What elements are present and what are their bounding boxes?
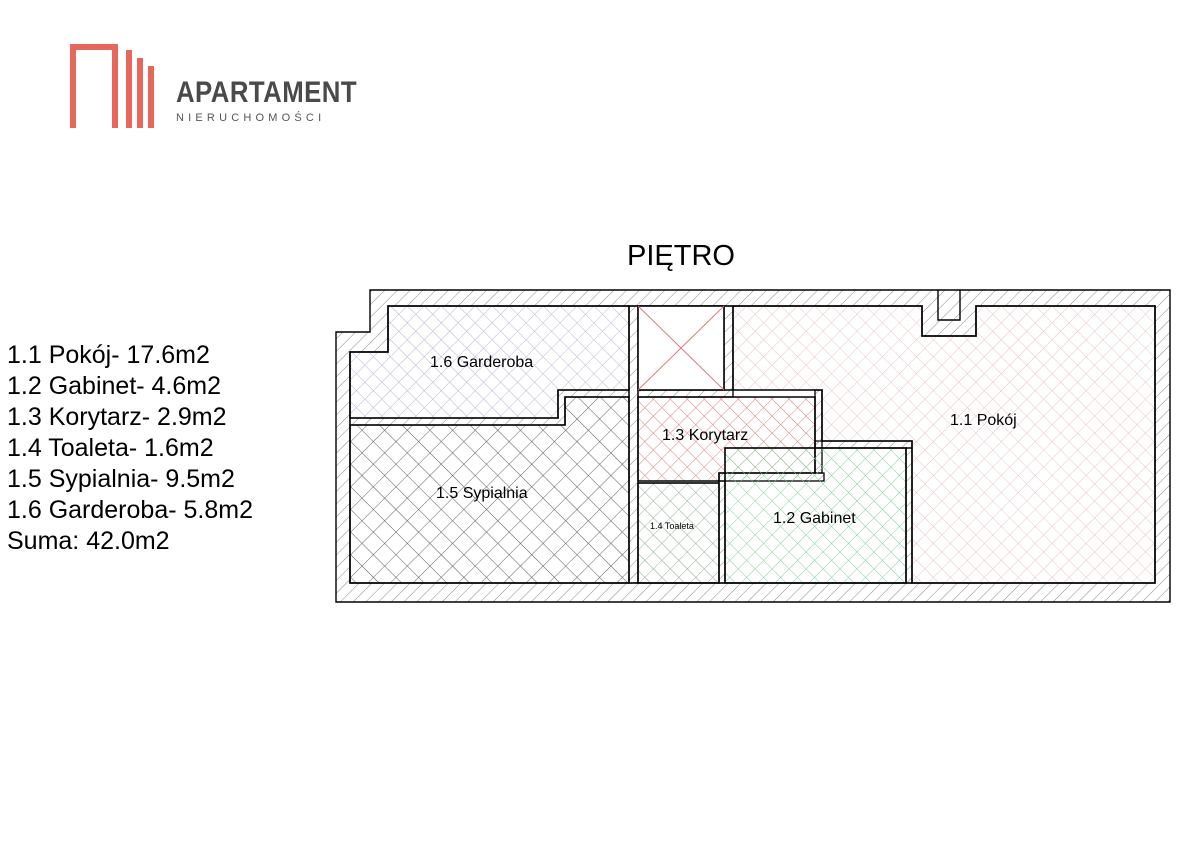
room-sypialnia [349, 396, 630, 584]
brand-tagline: NIERUCHOMOŚCI [176, 112, 326, 124]
brand-name: APARTAMENT [176, 76, 358, 109]
legend-line-total: Suma: 42.0m2 [7, 527, 170, 555]
chimney-notch [937, 290, 961, 321]
room-label-gabinet: 1.2 Gabinet [773, 510, 856, 527]
stair-shaft [637, 305, 725, 391]
room-label-toaleta: 1.4 Toaleta [650, 521, 694, 531]
building-bars-logo-icon [70, 44, 154, 128]
brand-logo: APARTAMENT NIERUCHOMOŚCI [70, 42, 360, 132]
room-garderoba [349, 305, 630, 419]
room-pokoj [732, 305, 1156, 584]
legend-line-sypialnia: 1.5 Sypialnia- 9.5m2 [7, 465, 235, 493]
room-label-garderoba: 1.6 Garderoba [430, 354, 533, 371]
legend-line-pokoj: 1.1 Pokój- 17.6m2 [7, 341, 210, 369]
room-label-sypialnia: 1.5 Sypialnia [436, 485, 528, 502]
legend-line-gabinet: 1.2 Gabinet- 4.6m2 [7, 372, 222, 400]
room-label-korytarz: 1.3 Korytarz [662, 427, 748, 444]
room-label-pokoj: 1.1 Pokój [950, 412, 1017, 429]
room-gabinet [724, 447, 907, 584]
legend-line-garderoba: 1.6 Garderoba- 5.8m2 [7, 496, 253, 524]
legend-line-toaleta: 1.4 Toaleta- 1.6m2 [7, 434, 214, 462]
legend-line-korytarz: 1.3 Korytarz- 2.9m2 [7, 403, 227, 431]
room-toaleta [637, 482, 720, 584]
plan-title: PIĘTRO [627, 240, 735, 272]
area-legend: 1.1 Pokój- 17.6m2 1.2 Gabinet- 4.6m2 1.3… [7, 340, 253, 557]
